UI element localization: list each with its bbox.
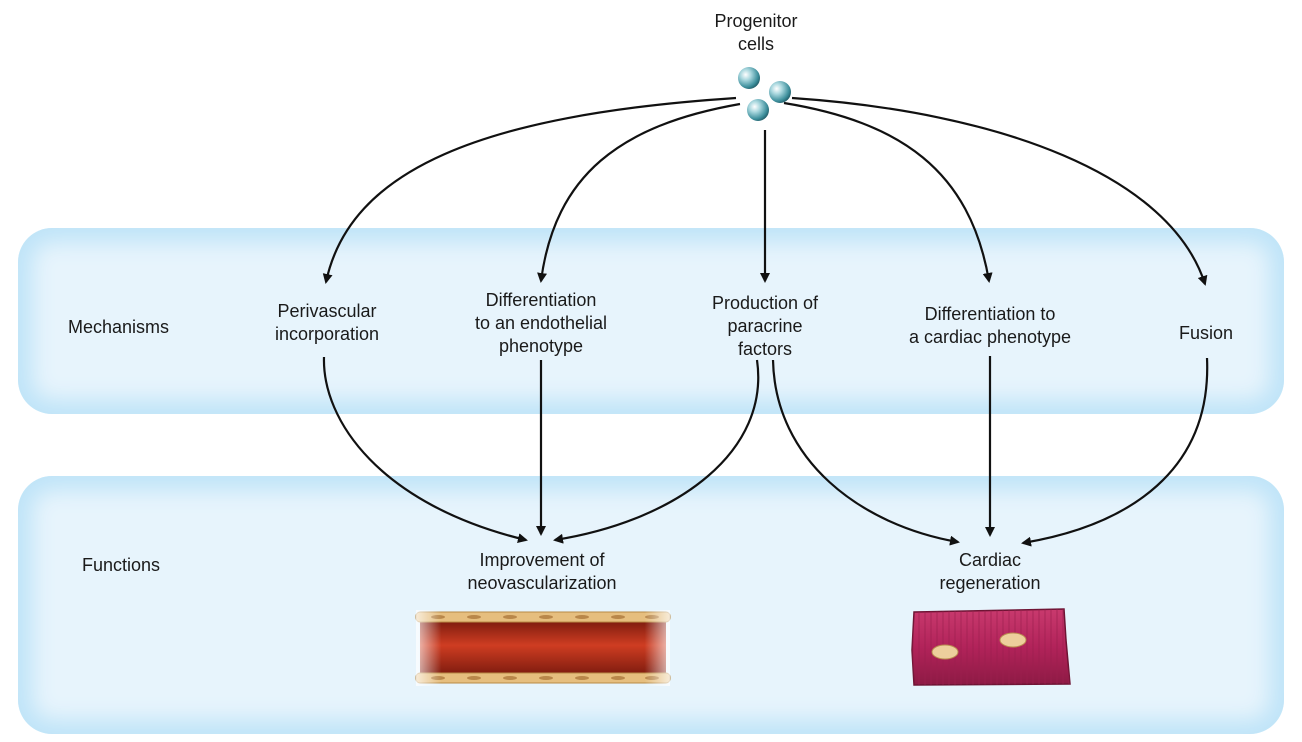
mechanism-fusion: Fusion: [1178, 323, 1234, 343]
progenitor-cells-icon: [738, 67, 791, 121]
mechanisms-band: [18, 228, 1284, 414]
mechanism-paracrine-factors: Production of paracrine factors: [711, 293, 819, 359]
functions-band: [18, 476, 1284, 734]
mechanism-cardiac-differentiation: Differentiation to a cardiac phenotype: [908, 304, 1072, 347]
arrow-fusion-to-regeneration: [1021, 357, 1209, 547]
arrow-progenitor-to-cardiac: [783, 101, 993, 283]
arrow-progenitor-to-fusion: [791, 96, 1208, 286]
cardiomyocyte-icon: [911, 608, 1071, 686]
arrow-progenitor-to-endothelial: [537, 102, 741, 283]
arrow-perivascular-to-neovascularization: [322, 356, 528, 543]
function-cardiac-regeneration: Cardiac regeneration: [939, 550, 1041, 593]
mechanism-endothelial-differentiation: Differentiation to an endothelial phenot…: [474, 290, 608, 356]
arrow-paracrine-to-regeneration: [771, 359, 960, 546]
progenitor-cells-label: Progenitor cells: [714, 11, 798, 54]
blood-vessel-icon: [415, 610, 671, 686]
mechanism-perivascular-incorporation: Perivascular incorporation: [274, 301, 380, 344]
function-neovascularization: Improvement of neovascularization: [467, 550, 617, 593]
arrow-paracrine-to-neovascularization: [553, 359, 760, 544]
functions-row-label: Functions: [82, 555, 161, 575]
mechanisms-row-label: Mechanisms: [68, 317, 170, 337]
arrow-progenitor-to-perivascular: [322, 96, 737, 284]
